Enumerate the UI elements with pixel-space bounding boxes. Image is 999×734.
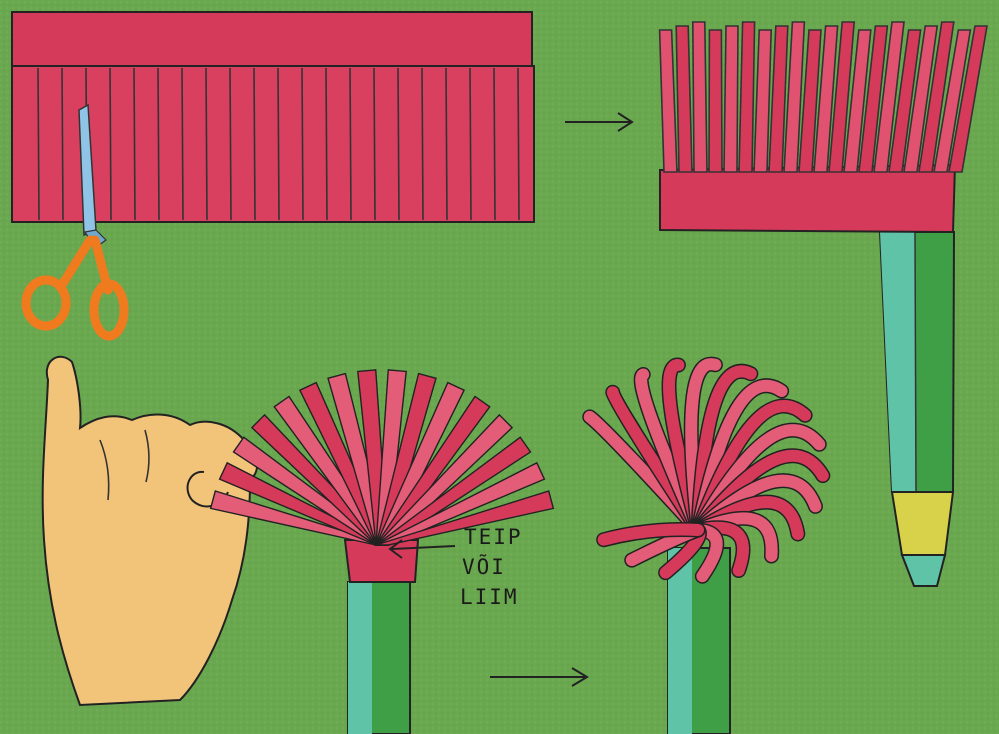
label-tape: TEIP [464, 527, 523, 548]
label-glue: LIIM [460, 587, 519, 608]
paper-wrapped-on-pencil [660, 22, 987, 232]
label-or: VÕI [462, 557, 506, 578]
